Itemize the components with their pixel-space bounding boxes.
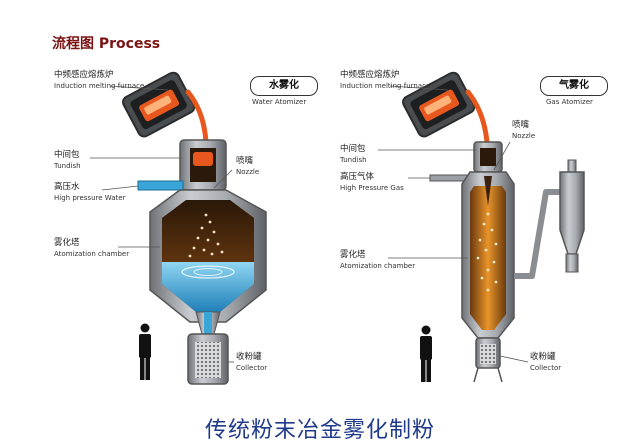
water-furnace-label: 中频感应熔炼炉 Induction melting furnace xyxy=(54,70,144,92)
water-chamber-zh: 雾化塔 xyxy=(54,238,80,248)
gas-collector-label: 收粉罐 Collector xyxy=(530,352,561,374)
gas-furnace-en: Induction melting furnace xyxy=(340,82,431,90)
water-collector-label: 收粉罐 Collector xyxy=(236,352,267,374)
gas-medium-zh: 高压气体 xyxy=(340,172,375,182)
gas-collector-zh: 收粉罐 xyxy=(530,352,556,362)
gas-nozzle-label: 喷嘴 Nozzle xyxy=(512,120,535,142)
gas-tundish-zh: 中间包 xyxy=(340,144,366,154)
gas-atomizer-badge: 气雾化 xyxy=(540,76,608,96)
gas-tundish-label: 中间包 Tundish xyxy=(340,144,367,166)
gas-medium-label: 高压气体 High Pressure Gas xyxy=(340,172,404,194)
gas-nozzle-en: Nozzle xyxy=(512,132,536,140)
water-chamber-en: Atomization chamber xyxy=(54,250,130,258)
page-title: 流程图 Process xyxy=(52,36,161,52)
gas-collector-en: Collector xyxy=(530,364,562,372)
water-nozzle-label: 喷嘴 Nozzle xyxy=(236,156,259,178)
water-medium-zh: 高压水 xyxy=(54,182,80,192)
gas-person-silhouette xyxy=(420,325,432,382)
water-atomizer-badge: 水雾化 xyxy=(250,76,318,96)
water-tundish-en: Tundish xyxy=(54,162,81,170)
water-nozzle-en: Nozzle xyxy=(236,168,260,176)
gas-furnace-label: 中频感应熔炼炉 Induction melting furnace xyxy=(340,70,430,92)
gas-furnace xyxy=(402,71,476,138)
gas-nozzle-zh: 喷嘴 xyxy=(512,120,530,130)
water-atomizer-badge-sub: Water Atomizer xyxy=(252,98,307,106)
gas-chamber-en: Atomization chamber xyxy=(340,262,416,270)
water-medium-en: High pressure Water xyxy=(54,194,126,202)
water-medium-label: 高压水 High pressure Water xyxy=(54,182,125,204)
gas-furnace-zh: 中频感应熔炼炉 xyxy=(340,70,400,80)
bottom-caption: 传统粉末冶金雾化制粉 xyxy=(204,418,435,443)
gas-chamber-label: 雾化塔 Atomization chamber xyxy=(340,250,415,272)
water-furnace-zh: 中频感应熔炼炉 xyxy=(54,70,114,80)
water-tundish-label: 中间包 Tundish xyxy=(54,150,81,172)
water-atomizer xyxy=(90,71,267,385)
water-chamber-label: 雾化塔 Atomization chamber xyxy=(54,238,129,260)
gas-tundish-en: Tundish xyxy=(340,156,367,164)
water-furnace xyxy=(122,71,196,138)
water-person-silhouette xyxy=(139,323,151,380)
water-tundish-zh: 中间包 xyxy=(54,150,80,160)
gas-atomizer xyxy=(378,71,585,383)
gas-medium-en: High Pressure Gas xyxy=(340,184,404,192)
gas-chamber-zh: 雾化塔 xyxy=(340,250,366,260)
water-collector-zh: 收粉罐 xyxy=(236,352,262,362)
water-nozzle-zh: 喷嘴 xyxy=(236,156,254,166)
gas-atomizer-badge-sub: Gas Atomizer xyxy=(546,98,593,106)
water-collector-en: Collector xyxy=(236,364,268,372)
water-furnace-en: Induction melting furnace xyxy=(54,82,145,90)
